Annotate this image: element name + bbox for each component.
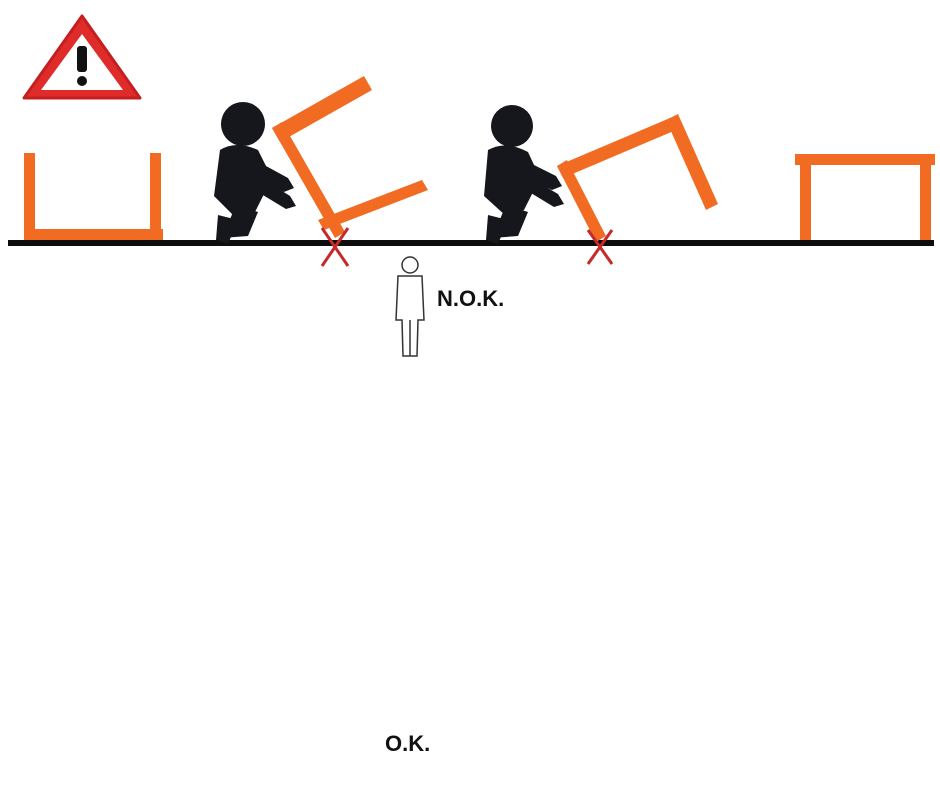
- person-count-icon-single: [395, 256, 425, 357]
- contact-point-mark-1: [320, 227, 350, 267]
- warning-triangle-icon: [22, 14, 142, 100]
- table-upright-top: [795, 154, 935, 240]
- person-lifting-alone-2: [484, 105, 564, 244]
- ok-label: O.K.: [385, 731, 431, 756]
- table-tilted-top-2: [557, 114, 718, 242]
- ground-line-top: [8, 240, 934, 246]
- table-tilted-top-1: [272, 76, 428, 238]
- contact-point-mark-2: [586, 229, 614, 265]
- not-ok-label: N.O.K.: [437, 286, 505, 311]
- table-upside-down-top: [24, 153, 163, 240]
- person-lifting-alone-1: [214, 102, 296, 244]
